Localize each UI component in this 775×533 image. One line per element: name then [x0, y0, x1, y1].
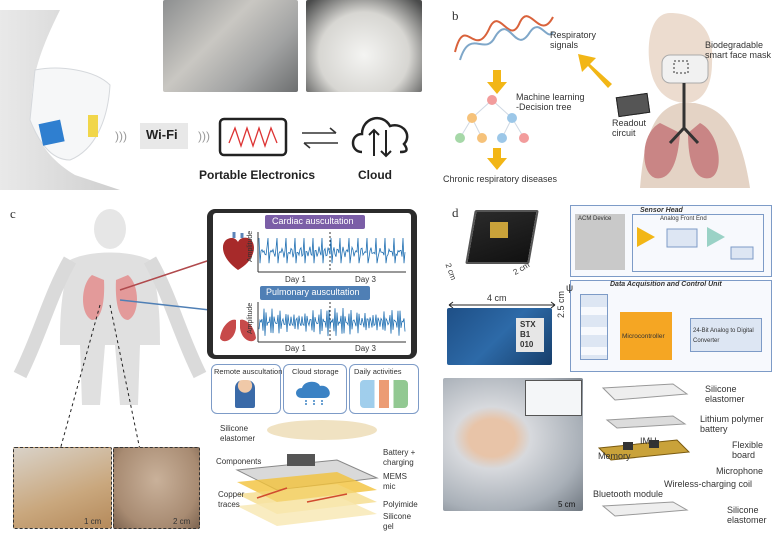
wireless-coil-label: Wireless-charging coil — [664, 479, 753, 489]
pulmonary-day3-label: Day 3 — [355, 344, 376, 353]
tablet-icon — [218, 117, 288, 157]
panel-c-label: c — [10, 206, 16, 221]
imu-label: IMU — [640, 436, 657, 446]
adc-block — [690, 318, 762, 352]
memory-label: Memory — [598, 451, 631, 461]
bluetooth-label: Bluetooth module — [593, 489, 664, 499]
pulmonary-day1-label: Day 1 — [285, 344, 306, 353]
afe-label: Analog Front End — [660, 216, 707, 222]
monitor-screen — [525, 380, 582, 416]
biodegradable-mask-label: Biodegradable smart face mask — [705, 40, 772, 60]
cardiac-header — [265, 215, 365, 229]
signal-waves-icon-2: ))) — [198, 129, 210, 143]
board-dim-4cm: 4 cm — [487, 293, 507, 303]
daq-small-blocks — [580, 294, 608, 360]
mask-photo-2 — [306, 0, 422, 92]
remote-auscultation-label: Remote auscultation — [214, 367, 283, 376]
adc-label: 24-Bit Analog to Digital Converter — [693, 328, 754, 344]
board-dim-arrow — [448, 301, 556, 309]
board-chip-text: STX B1 010 — [520, 320, 536, 349]
microcontroller-label: Microcontroller — [622, 333, 665, 340]
person-lungs-illustration — [640, 13, 750, 188]
panel-b-label: b — [452, 8, 459, 23]
pulmonary-header — [260, 286, 370, 300]
chip-dim-a: 2 cm — [443, 262, 458, 282]
cardiac-amplitude-label: Amplitude — [247, 230, 254, 262]
diagonal-arrow-icon — [578, 54, 612, 88]
cardiac-day3-label: Day 3 — [355, 275, 376, 284]
daily-activities-label: Daily activities — [354, 367, 402, 376]
cardiac-signal-plot — [257, 232, 406, 273]
lipo-battery-label: Lithium polymer battery — [700, 414, 764, 434]
acm-device-block — [575, 214, 625, 270]
portable-electronics-label: Portable Electronics — [199, 168, 316, 182]
mask-photo-1 — [163, 0, 298, 92]
sensor-head-title: Sensor Head — [640, 207, 683, 214]
cardiac-day1-label: Day 1 — [285, 275, 306, 284]
doctor-icon — [235, 380, 255, 408]
cardiac-title: Cardiac auscultation — [272, 216, 354, 226]
down-arrow-icon-2 — [487, 148, 507, 170]
cloud-storage-box — [283, 364, 347, 414]
antenna-icon: ψ — [566, 283, 574, 294]
scale-1cm-label: 1 cm — [84, 517, 102, 526]
silicone-top-label: Silicone elastomer — [705, 384, 745, 404]
board-chip-label-box — [516, 318, 544, 352]
heart-icon — [222, 232, 254, 270]
panel-d-label: d — [452, 205, 459, 220]
respiratory-signal-waves — [454, 15, 554, 61]
mems-mic-label: MEMS mic — [383, 472, 407, 491]
sync-arrows-icon — [302, 127, 338, 149]
chronic-diseases-label: Chronic respiratory diseases — [443, 174, 558, 184]
finger-device-photo — [13, 447, 112, 529]
silicone-elastomer-label: Silicone elastomer — [220, 424, 256, 443]
components-label: Components — [216, 457, 262, 466]
wifi-label: Wi-Fi — [146, 127, 178, 142]
infant-scale-label: 5 cm — [558, 500, 576, 509]
decision-tree-diagram — [455, 95, 529, 143]
pulmonary-amplitude-label: Amplitude — [247, 302, 254, 334]
polyimide-label: Polyimide — [383, 500, 418, 509]
battery-charging-label: Battery + charging — [383, 448, 416, 467]
machine-learning-label: Machine learning -Decision tree — [516, 92, 585, 112]
microcontroller-block — [620, 312, 672, 360]
activity-people-icon — [360, 380, 408, 408]
afe-amplifier-icons — [637, 227, 754, 260]
respiratory-signals-label: Respiratory signals — [550, 30, 597, 50]
down-arrow-icon — [487, 70, 507, 94]
cloud-storage-label: Cloud storage — [292, 367, 339, 376]
exploded-device-diagram — [235, 420, 379, 526]
wearable-exploded-diagram — [597, 383, 691, 517]
readout-circuit-label: Readout circuit — [612, 118, 647, 138]
scale-2cm-label: 2 cm — [173, 517, 191, 526]
head-with-mask-illustration — [0, 10, 120, 190]
chest-device-photo — [113, 447, 200, 529]
acm-device-label: ACM Device — [578, 216, 612, 222]
microphone-label: Microphone — [716, 466, 764, 476]
sensor-chip-die — [490, 222, 508, 238]
copper-traces-label: Copper traces — [218, 490, 245, 509]
pulmonary-signal-plot — [257, 302, 406, 343]
daq-title: Data Acquisition and Control Unit — [610, 281, 722, 288]
cloud-storage-icon — [296, 381, 330, 406]
cloud-label: Cloud — [358, 168, 392, 182]
afe-block — [632, 214, 764, 272]
cloud-icon — [351, 116, 409, 158]
silicone-gel-label: Silicone gel — [383, 512, 412, 531]
flexible-board-label: Flexible board — [732, 440, 764, 460]
lungs-icon — [220, 308, 256, 342]
human-body-illustration — [13, 209, 211, 451]
board-dim-25cm: 2.5 cm — [556, 290, 566, 318]
silicone-bottom-label: Silicone elastomer — [727, 505, 767, 525]
signal-waves-icon: ))) — [115, 129, 127, 143]
wifi-box — [140, 123, 188, 149]
pulmonary-title: Pulmonary auscultation — [266, 287, 360, 297]
